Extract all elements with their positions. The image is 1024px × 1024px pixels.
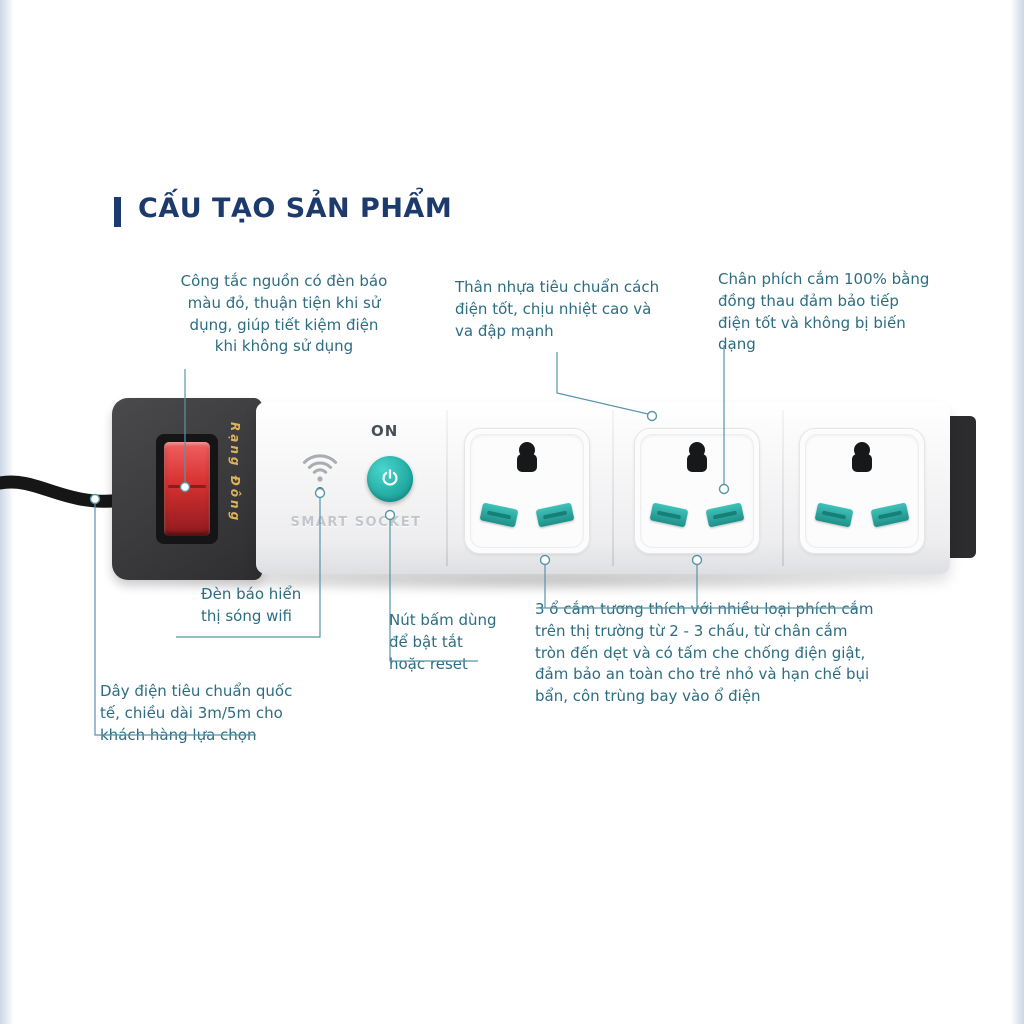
callout-brass-pins: Chân phích cắm 100% bằng đồng thau đảm b… bbox=[718, 270, 930, 354]
callout-plastic-body: Thân nhựa tiêu chuẩn cách điện tốt, chịu… bbox=[455, 278, 660, 340]
power-button bbox=[367, 456, 413, 502]
smart-socket-label: SMART SOCKET bbox=[290, 515, 422, 530]
socket-slot-right bbox=[870, 502, 910, 528]
socket-3 bbox=[799, 428, 925, 554]
callout-sockets: 3 ổ cắm tương thích với nhiều loại phích… bbox=[535, 600, 874, 705]
socket-2 bbox=[634, 428, 760, 554]
socket-slot-left bbox=[814, 502, 854, 528]
body-groove bbox=[782, 410, 784, 566]
brand-logo: Rạng Đông bbox=[228, 422, 242, 524]
callout-power-cord: Dây điện tiêu chuẩn quốc tế, chiều dài 3… bbox=[100, 682, 293, 744]
callout-reset-button: Nút bấm dùng để bật tắt hoặc reset bbox=[389, 611, 497, 673]
callout-power-switch: Công tắc nguồn có đèn báo màu đỏ, thuận … bbox=[180, 272, 388, 356]
socket-flat-hole bbox=[517, 454, 537, 472]
socket-slot-right bbox=[535, 502, 575, 528]
power-switch bbox=[156, 434, 218, 544]
wifi-led-indicator bbox=[316, 487, 324, 495]
socket-slot-right bbox=[705, 502, 745, 528]
on-label: ON bbox=[371, 422, 399, 440]
wifi-icon bbox=[302, 454, 338, 482]
socket-slot-left bbox=[649, 502, 689, 528]
body-groove bbox=[446, 410, 448, 566]
socket-flat-hole bbox=[687, 454, 707, 472]
callout-wifi-led: Đèn báo hiển thị sóng wifi bbox=[201, 585, 302, 625]
socket-1 bbox=[464, 428, 590, 554]
socket-slot-left bbox=[479, 502, 519, 528]
power-switch-rocker bbox=[164, 442, 210, 536]
switch-module: Rạng Đông bbox=[112, 398, 262, 580]
power-icon bbox=[382, 469, 398, 486]
page-title: CẤU TẠO SẢN PHẨM bbox=[138, 193, 453, 224]
body-groove bbox=[612, 410, 614, 566]
socket-flat-hole bbox=[852, 454, 872, 472]
title-accent-bar bbox=[114, 197, 121, 227]
